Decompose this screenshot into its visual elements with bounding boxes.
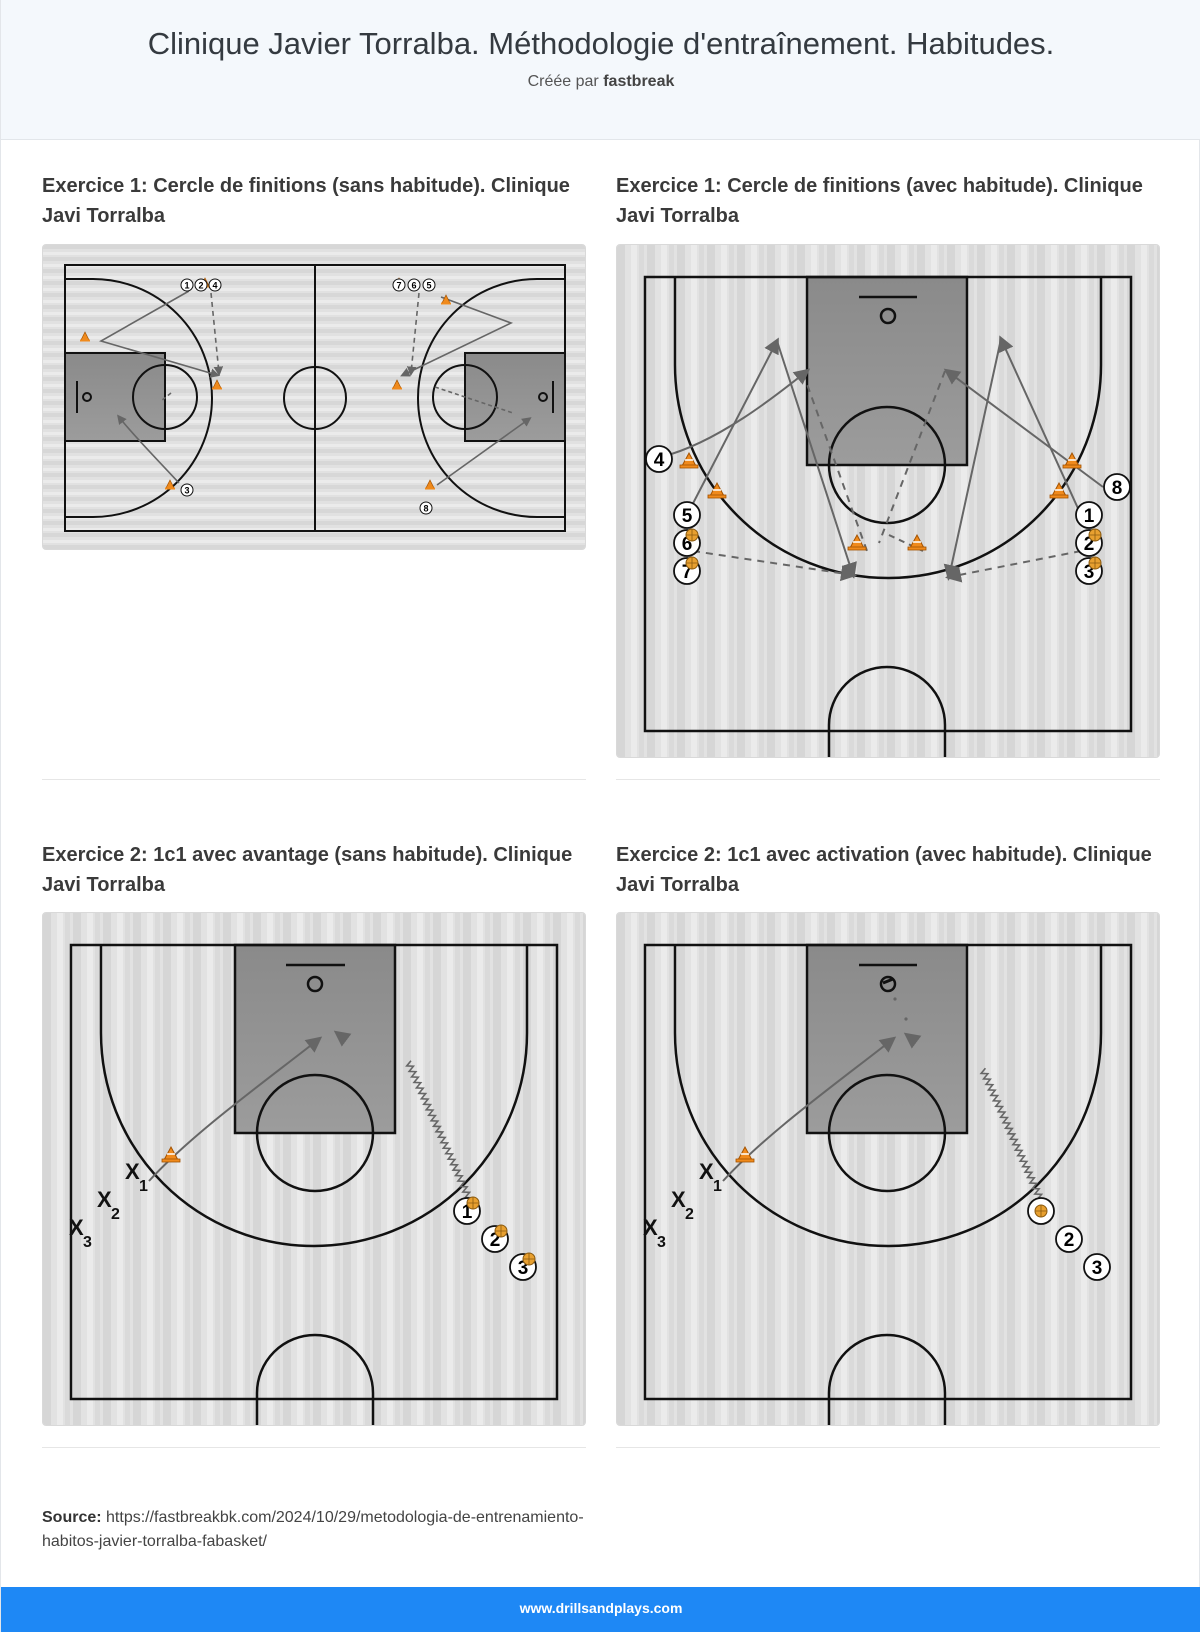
drill-card-2: Exercice 1: Cercle de finitions (avec ha… [616, 171, 1160, 231]
player-2: 2 [198, 281, 203, 291]
player-7: 7 [396, 281, 401, 291]
diagram-1[interactable]: 1 2 4 7 6 5 3 8 [42, 244, 586, 550]
diagram-2[interactable]: 4 5 6 7 8 1 2 3 [616, 244, 1160, 758]
player-4: 4 [654, 450, 665, 471]
player-markers: 2 3 [1027, 1197, 1111, 1281]
player-1: 1 [462, 1202, 473, 1223]
svg-text:1: 1 [139, 1178, 148, 1195]
divider [616, 1447, 1160, 1448]
player-5: 5 [426, 281, 431, 291]
player-7: 7 [682, 562, 693, 583]
page-header: Clinique Javier Torralba. Méthodologie d… [1, 0, 1200, 140]
footer-link[interactable]: www.drillsandplays.com [519, 1600, 683, 1616]
player-markers: 4 5 6 7 8 1 2 3 [645, 445, 1131, 585]
drill-card-4: Exercice 2: 1c1 avec activation (avec ha… [616, 840, 1160, 900]
page-title: Clinique Javier Torralba. Méthodologie d… [147, 26, 1055, 61]
player-8: 8 [423, 504, 428, 514]
player-3: 3 [1092, 1258, 1103, 1279]
player-1: 1 [1084, 506, 1095, 527]
basketball-icon [1034, 1204, 1048, 1218]
half-court-diagram: 4 5 6 7 8 1 2 3 [617, 245, 1159, 757]
svg-text:3: 3 [83, 1234, 92, 1251]
divider [616, 779, 1160, 780]
svg-text:3: 3 [657, 1234, 666, 1251]
byline: Créée par fastbreak [1, 73, 1200, 91]
defender-x1: X [125, 1159, 140, 1184]
divider [42, 1447, 586, 1448]
defender-x2: X [671, 1187, 686, 1212]
drill-card-1: Exercice 1: Cercle de finitions (sans ha… [42, 171, 586, 231]
defender-x1: X [699, 1159, 714, 1184]
source-note: Source: https://fastbreakbk.com/2024/10/… [42, 1506, 602, 1554]
half-court-diagram: X 1 X 2 X 3 2 3 [617, 913, 1159, 1425]
player-3: 3 [518, 1258, 529, 1279]
source-link[interactable]: https://fastbreakbk.com/2024/10/29/metod… [42, 1509, 584, 1550]
byline-prefix: Créée par [527, 73, 599, 90]
player-5: 5 [682, 506, 693, 527]
defender-markers: X 1 X 2 X 3 [643, 1159, 722, 1251]
player-markers: 1 2 4 7 6 5 3 8 [180, 278, 436, 515]
defender-x3: X [643, 1215, 658, 1240]
defender-x2: X [97, 1187, 112, 1212]
source-label: Source: [42, 1509, 102, 1526]
svg-text:2: 2 [111, 1206, 120, 1223]
drill-card-3: Exercice 2: 1c1 avec avantage (sans habi… [42, 840, 586, 900]
player-6: 6 [682, 534, 693, 555]
svg-text:1: 1 [713, 1178, 722, 1195]
drill-title-1[interactable]: Exercice 1: Cercle de finitions (sans ha… [42, 175, 570, 227]
player-3: 3 [1084, 562, 1095, 583]
diagram-4[interactable]: X 1 X 2 X 3 2 3 [616, 912, 1160, 1426]
player-8: 8 [1112, 478, 1123, 499]
player-1: 1 [184, 281, 189, 291]
site-footer: www.drillsandplays.com [1, 1587, 1200, 1632]
byline-author[interactable]: fastbreak [603, 73, 675, 90]
divider [42, 779, 586, 780]
player-2: 2 [1084, 534, 1095, 555]
player-6: 6 [411, 281, 416, 291]
drill-title-4[interactable]: Exercice 2: 1c1 avec activation (avec ha… [616, 844, 1152, 896]
player-4: 4 [212, 281, 217, 291]
defender-x3: X [69, 1215, 84, 1240]
half-court-diagram: X 1 X 2 X 3 1 2 3 [43, 913, 585, 1425]
diagram-3[interactable]: X 1 X 2 X 3 1 2 3 [42, 912, 586, 1426]
drill-title-2[interactable]: Exercice 1: Cercle de finitions (avec ha… [616, 175, 1143, 227]
defender-markers: X 1 X 2 X 3 [69, 1159, 148, 1251]
player-3: 3 [184, 486, 189, 496]
player-2: 2 [490, 1230, 501, 1251]
full-court-diagram: 1 2 4 7 6 5 3 8 [43, 245, 585, 549]
player-2: 2 [1064, 1230, 1075, 1251]
svg-text:2: 2 [685, 1206, 694, 1223]
drill-title-3[interactable]: Exercice 2: 1c1 avec avantage (sans habi… [42, 844, 573, 896]
